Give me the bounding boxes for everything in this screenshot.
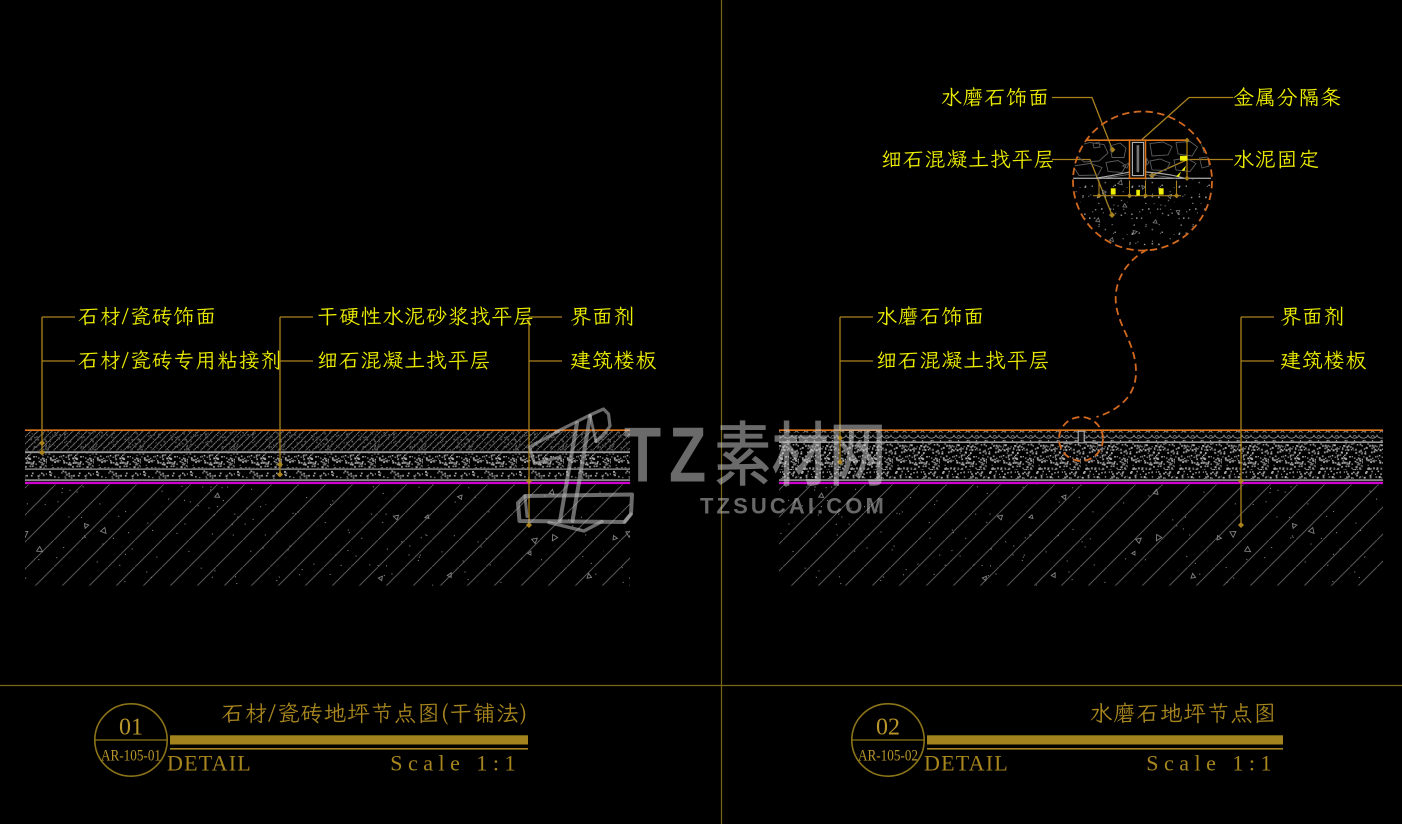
svg-text:Scale 1:1: Scale 1:1 xyxy=(390,751,521,776)
svg-text:AR-105-01: AR-105-01 xyxy=(101,748,161,765)
svg-text:Scale 1:1: Scale 1:1 xyxy=(1146,751,1277,776)
svg-text:02: 02 xyxy=(876,715,900,741)
svg-text:TZSUCAI.COM: TZSUCAI.COM xyxy=(700,494,887,519)
svg-text:TZ: TZ xyxy=(624,411,714,498)
svg-text:DETAIL: DETAIL xyxy=(924,751,1009,776)
svg-text:AR-105-02: AR-105-02 xyxy=(858,748,918,765)
svg-text:DETAIL: DETAIL xyxy=(167,751,252,776)
svg-text:01: 01 xyxy=(119,715,143,741)
